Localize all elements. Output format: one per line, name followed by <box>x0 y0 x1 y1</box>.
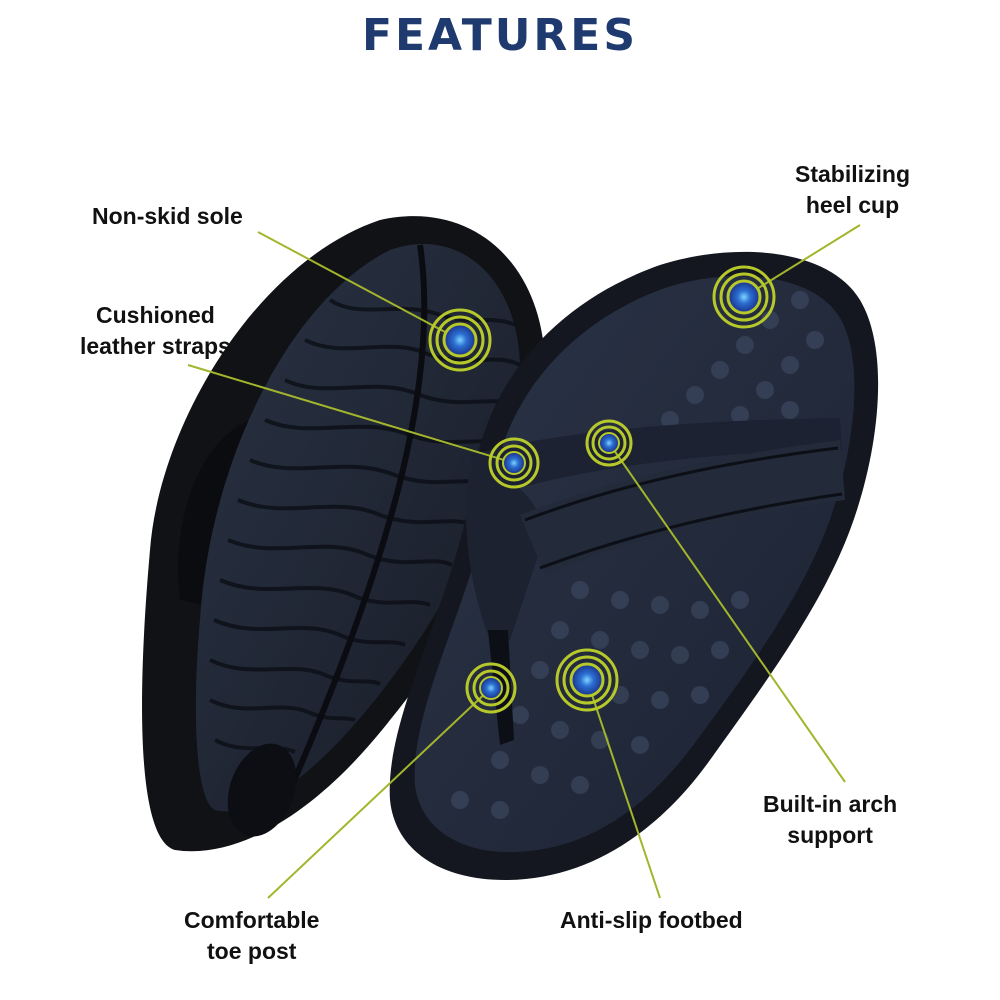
feature-dot-heel-cup <box>712 265 776 329</box>
label-arch-support: Built-in arch support <box>763 789 897 851</box>
label-non-skid-sole-line-1: Non-skid sole <box>92 203 243 229</box>
callout-line-anti-slip <box>586 679 661 899</box>
callout-line-toe-post <box>267 687 492 899</box>
label-heel-cup-line-2: heel cup <box>805 192 900 218</box>
label-anti-slip-footbed-line-1: Anti-slip footbed <box>560 907 743 933</box>
callout-line-cushioned-straps <box>187 364 515 464</box>
label-toe-post: Comfortable toe post <box>184 905 319 967</box>
feature-dot-arch-support <box>585 419 633 467</box>
callout-lines <box>187 224 861 899</box>
right-sandal-strap-front <box>466 470 545 640</box>
label-heel-cup-line-1: Stabilizing <box>795 161 910 187</box>
footbed-nubs <box>451 291 824 819</box>
page-title: FEATURES <box>361 10 639 61</box>
feature-dot-toe-post <box>465 662 517 714</box>
label-cushioned-straps-line-1: Cushioned <box>96 302 215 328</box>
label-cushioned-straps-line-2: leather straps <box>80 333 231 359</box>
feature-dot-anti-slip <box>555 648 619 712</box>
feature-dot-non-skid-sole <box>428 308 492 372</box>
label-toe-post-line-1: Comfortable <box>184 907 320 933</box>
right-sandal-strap-stitch-2 <box>539 492 843 570</box>
right-sandal-strap-back <box>470 418 842 500</box>
callout-line-non-skid-sole <box>257 231 461 341</box>
right-sandal-strap-stitch <box>524 446 839 522</box>
label-arch-support-line-2: support <box>787 822 873 848</box>
right-sandal-strap-main <box>520 440 845 575</box>
left-sandal-heel-pad <box>227 743 297 837</box>
label-non-skid-sole: Non-skid sole <box>92 201 243 232</box>
left-sandal-groove <box>287 244 428 792</box>
feature-dot-cushioned-straps <box>488 437 540 489</box>
callout-line-arch-support <box>608 442 846 783</box>
label-anti-slip-footbed: Anti-slip footbed <box>560 905 743 936</box>
label-arch-support-line-1: Built-in arch <box>763 791 898 817</box>
label-toe-post-line-2: toe post <box>207 938 297 964</box>
label-heel-cup: Stabilizing heel cup <box>795 159 910 221</box>
label-cushioned-straps: Cushioned leather straps <box>80 300 231 362</box>
